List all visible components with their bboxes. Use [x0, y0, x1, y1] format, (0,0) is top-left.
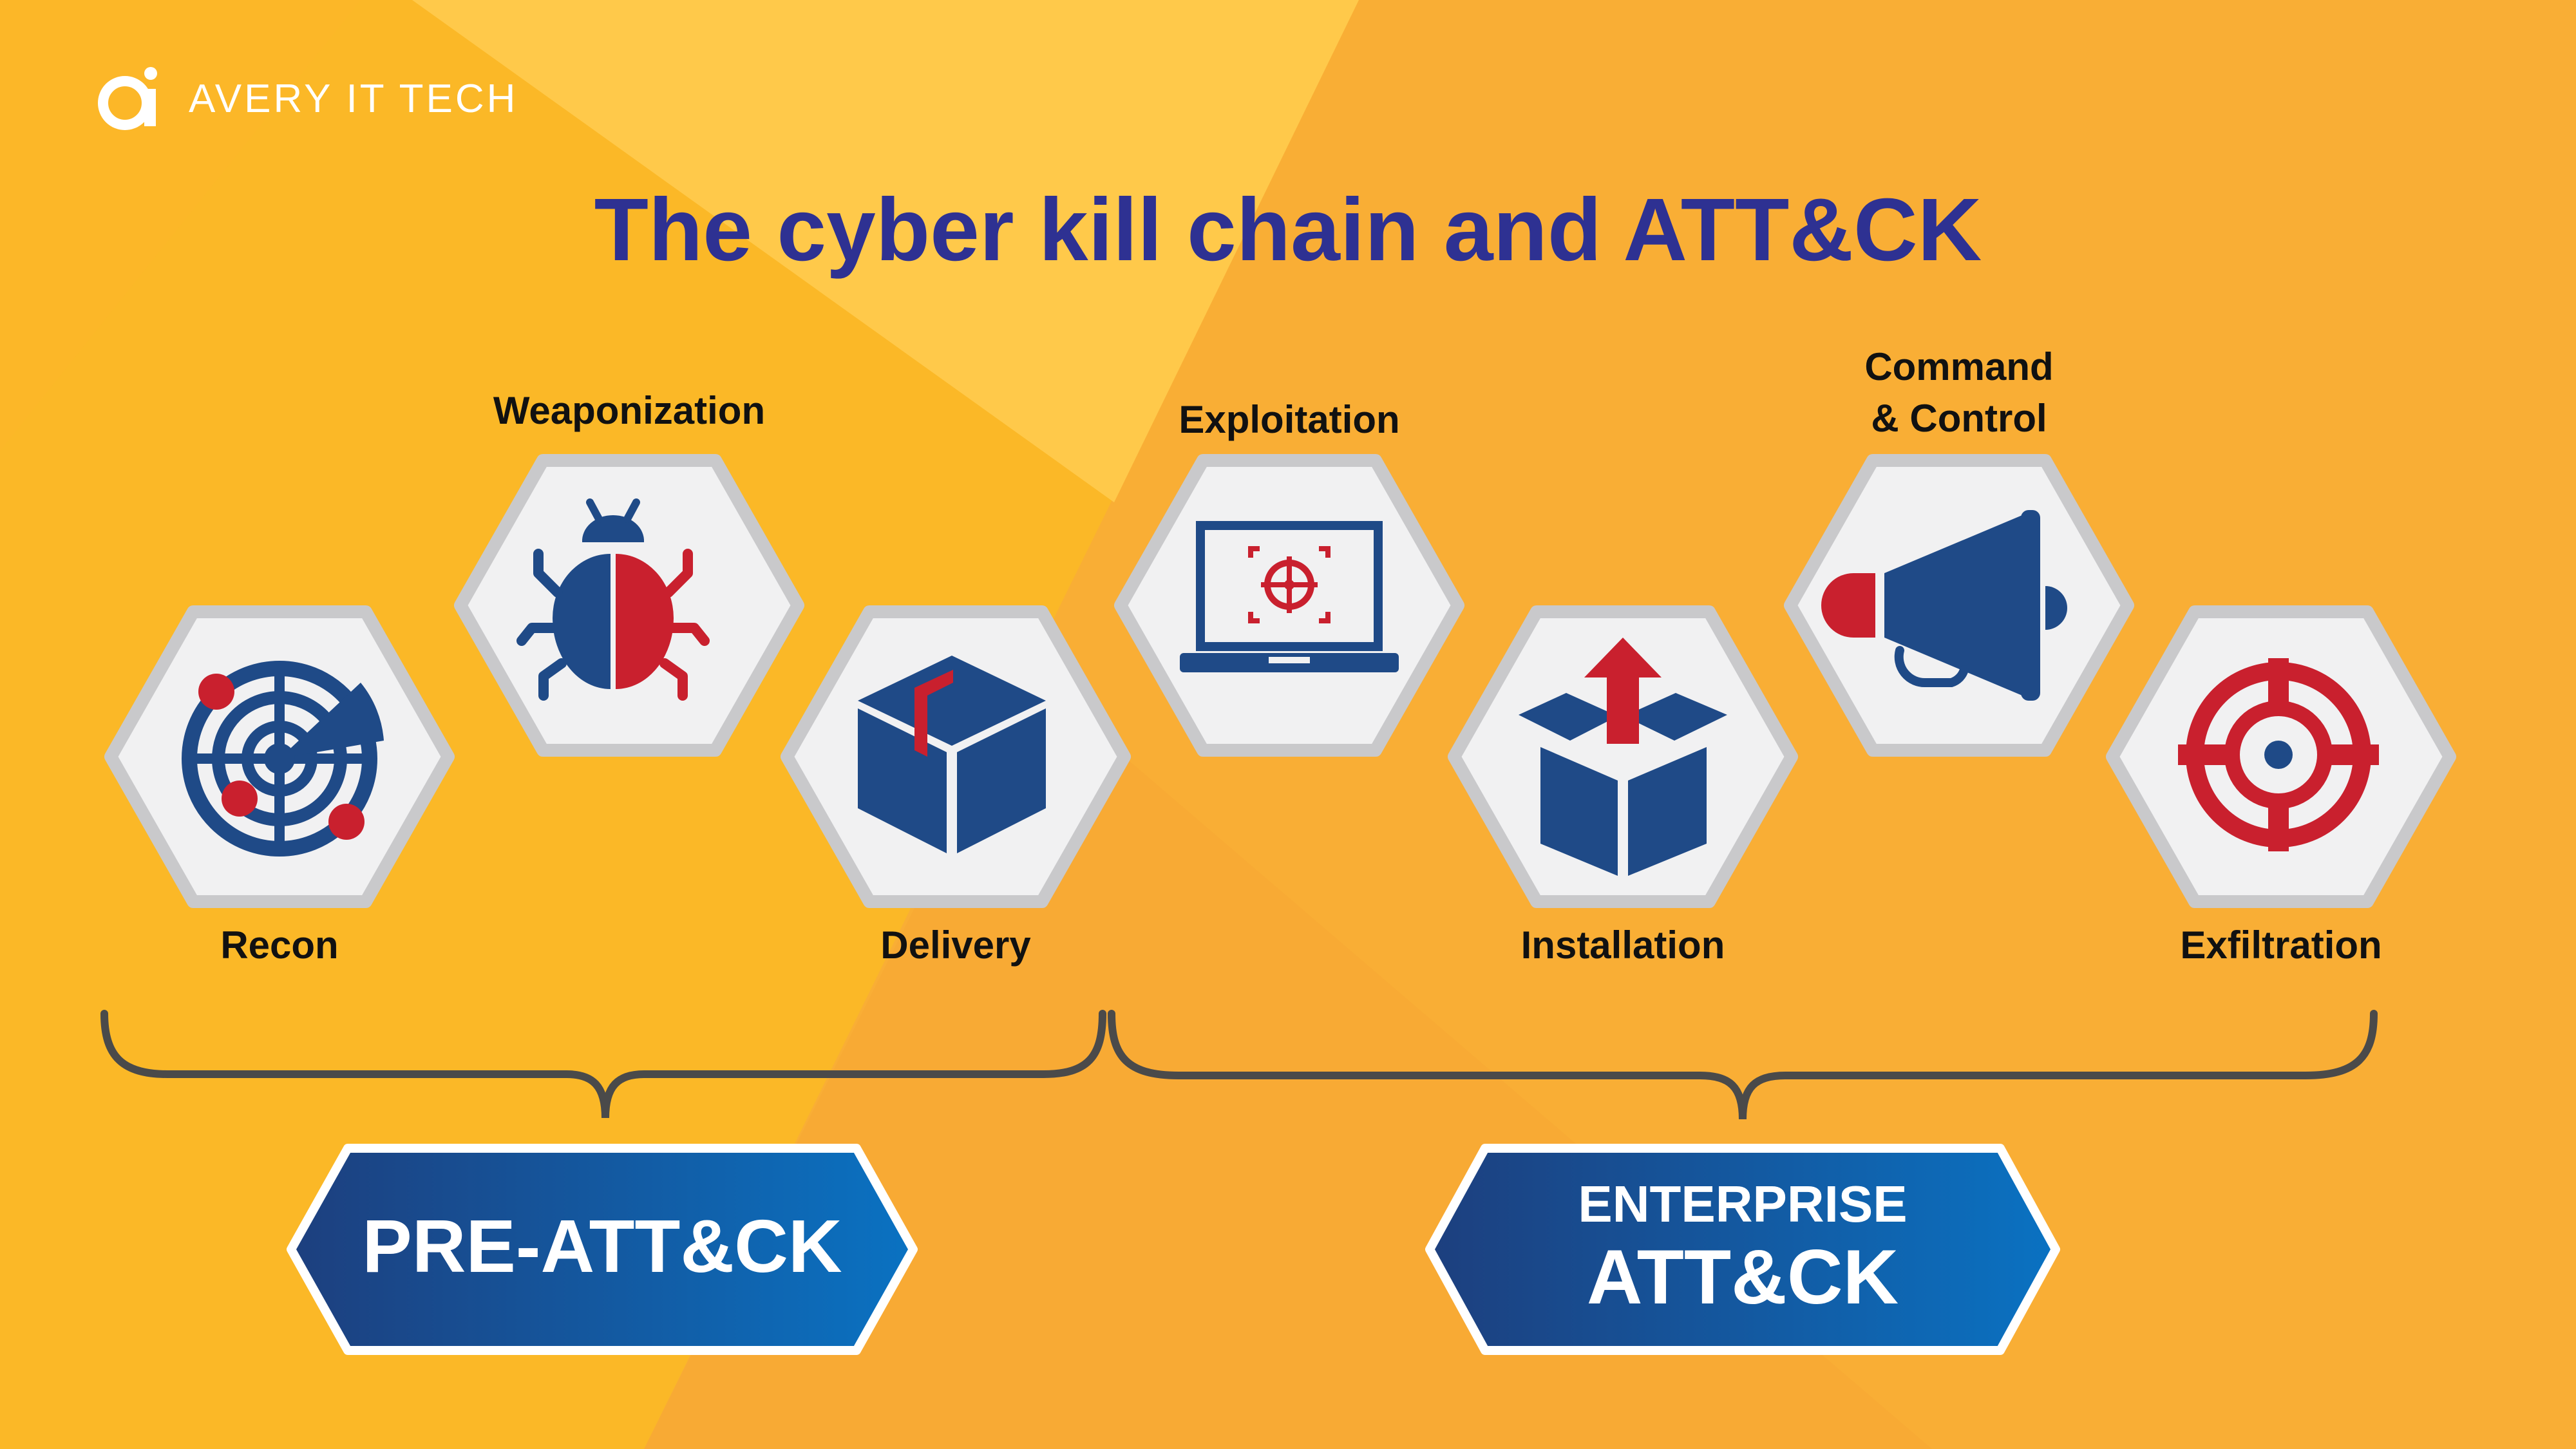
stage-exfiltration-tile	[2106, 605, 2456, 908]
laptop-target-icon	[1180, 521, 1399, 672]
stage-label-recon: Recon	[220, 923, 339, 967]
avery-logo-icon	[98, 67, 157, 130]
megaphone-icon	[1821, 510, 2067, 701]
stage-label-installation: Installation	[1520, 923, 1725, 967]
stage-installation-tile	[1448, 605, 1798, 908]
stage-exploitation-tile	[1114, 454, 1464, 757]
stage-delivery-tile	[781, 605, 1131, 908]
radar-icon	[182, 661, 384, 857]
stage-label-exploitation: Exploitation	[1179, 398, 1400, 441]
crosshair-icon	[2178, 658, 2379, 851]
stage-weaponization-tile	[454, 454, 804, 757]
box-upload-icon	[1519, 638, 1727, 876]
stage-label-delivery: Delivery	[880, 923, 1031, 967]
enterprise-attack-badge	[1425, 1144, 2060, 1355]
stage-label-command-control: Command & Control	[1864, 345, 2054, 440]
pre-attack-bracket	[100, 1010, 1106, 1119]
pre-attack-badge	[287, 1144, 918, 1355]
page-title: The cyber kill chain and ATT&CK	[594, 180, 1982, 279]
bug-icon	[516, 498, 710, 701]
stage-recon-tile	[104, 605, 455, 908]
pre-attack-label: PRE-ATT&CK	[362, 1204, 842, 1288]
enterprise-label-line2: ATT&CK	[1586, 1234, 1899, 1320]
stage-command-control-tile	[1784, 454, 2134, 757]
stage-label-exfiltration: Exfiltration	[2180, 923, 2382, 967]
stage-label-weaponization: Weaponization	[493, 389, 766, 432]
enterprise-attack-bracket	[1108, 1010, 2378, 1120]
brand-name: AVERY IT TECH	[189, 77, 518, 121]
enterprise-label-line1: ENTERPRISE	[1578, 1175, 1908, 1233]
package-icon	[858, 656, 1046, 853]
